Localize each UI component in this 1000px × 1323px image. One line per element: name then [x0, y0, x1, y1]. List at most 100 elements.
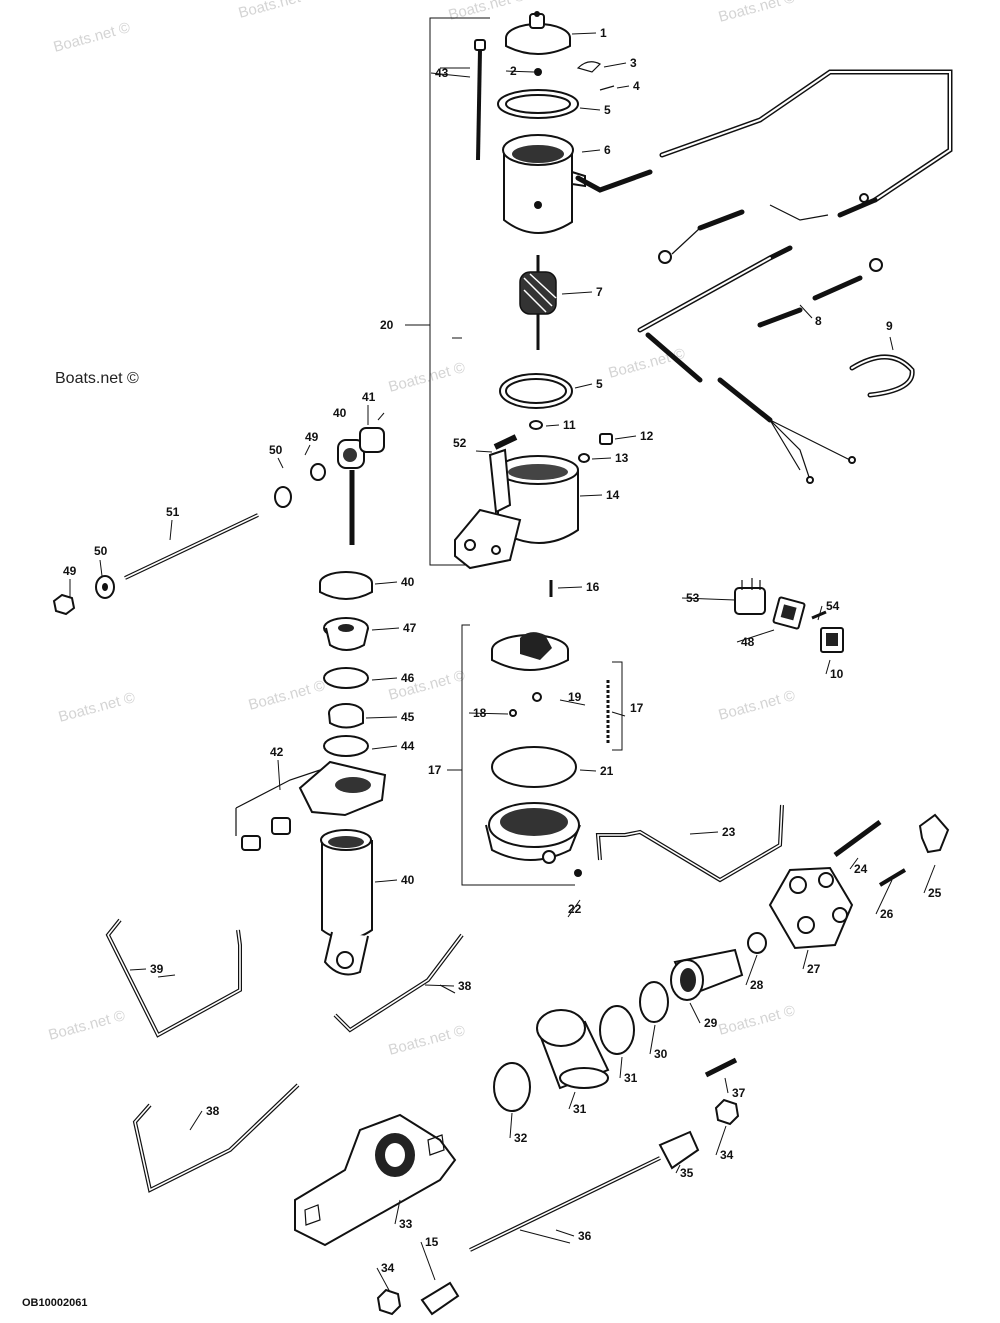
- leader-4: [616, 85, 630, 89]
- callout-27: 27: [807, 962, 821, 976]
- callout-48: 48: [741, 635, 755, 649]
- wiring-harness: [575, 69, 953, 484]
- leader-49: [169, 519, 173, 541]
- pivot-pin: [124, 513, 259, 580]
- callout-14: 14: [606, 488, 620, 502]
- cylinder-sleeve: [536, 1009, 610, 1090]
- leader-35: [675, 1164, 681, 1174]
- tilt-cylinder-stack: [235, 571, 387, 976]
- callout-39: 39: [150, 962, 164, 976]
- leader-40: [377, 412, 385, 421]
- watermark: Boats.net ©: [247, 677, 327, 714]
- callout-49: 49: [63, 564, 77, 578]
- leader-12: [614, 435, 637, 440]
- leader-46: [371, 677, 398, 681]
- bracket-17: [461, 624, 575, 886]
- callout-22: 22: [568, 902, 582, 916]
- callout-54: 54: [826, 599, 840, 613]
- callout-4: 4: [633, 79, 640, 93]
- leader-18: [468, 712, 509, 715]
- leader-11: [545, 424, 560, 427]
- callout-43: 43: [435, 66, 449, 80]
- switch-parts: [734, 578, 844, 653]
- leader-16: [557, 586, 583, 589]
- callout-15: 15: [425, 1235, 439, 1249]
- leader-45: [365, 716, 398, 719]
- callout-40: 40: [401, 575, 415, 589]
- leader-47: [371, 627, 400, 631]
- callout-19: 19: [568, 690, 582, 704]
- leader-54: [817, 605, 823, 621]
- leader-32: [509, 1112, 513, 1139]
- callout-36: 36: [578, 1229, 592, 1243]
- leader-48: [736, 629, 775, 643]
- callout-5: 5: [596, 377, 603, 391]
- leader-15: [420, 1241, 436, 1281]
- callout-50: 50: [269, 443, 283, 457]
- leader-5: [574, 383, 593, 389]
- watermark: Boats.net ©: [447, 0, 527, 24]
- callout-1: 1: [600, 26, 607, 40]
- leader-13: [591, 457, 612, 460]
- leader-9: [889, 336, 894, 351]
- callout-30: 30: [654, 1047, 668, 1061]
- leader-34: [376, 1267, 391, 1293]
- leader-27: [802, 949, 809, 970]
- leader-23: [689, 831, 719, 835]
- callout-44: 44: [401, 739, 415, 753]
- leader-39: [129, 968, 147, 971]
- leader-8: [799, 304, 813, 319]
- leader-37: [724, 1077, 729, 1094]
- mount-bracket: [274, 427, 385, 545]
- leader-42: [277, 759, 281, 791]
- leader-51: [277, 457, 284, 469]
- callout-6: 6: [604, 143, 611, 157]
- callout-7: 7: [596, 285, 603, 299]
- callout-17: 17: [428, 763, 442, 777]
- callout-37: 37: [732, 1086, 746, 1100]
- diagram-code: OB10002061: [22, 1297, 87, 1309]
- pump-assembly: [485, 580, 610, 877]
- motor-housing: [502, 134, 586, 234]
- callout-31: 31: [624, 1071, 638, 1085]
- callout-9: 9: [886, 319, 893, 333]
- callout-16: 16: [586, 580, 600, 594]
- leader-lines: [69, 32, 936, 1293]
- leader-44: [371, 745, 398, 750]
- leader-38: [424, 984, 455, 987]
- watermark: Boats.net ©: [52, 19, 132, 56]
- callout-40: 40: [401, 873, 415, 887]
- leader-34: [715, 1125, 727, 1156]
- callout-11: 11: [563, 418, 576, 432]
- leader-36: [555, 1229, 575, 1237]
- callout-5: 5: [604, 103, 611, 117]
- callout-25: 25: [928, 886, 942, 900]
- leader-19: [559, 699, 586, 706]
- callout-18: 18: [473, 706, 487, 720]
- leader-53: [681, 597, 736, 601]
- callout-35: 35: [680, 1166, 694, 1180]
- leader-50: [304, 444, 311, 456]
- armature: [519, 255, 557, 350]
- motor-end-cap: [505, 11, 571, 55]
- callout-21: 21: [600, 764, 614, 778]
- callout-28: 28: [750, 978, 764, 992]
- leader-22: [567, 899, 581, 918]
- callout-52: 52: [453, 436, 467, 450]
- callout-38: 38: [458, 979, 472, 993]
- callout-13: 13: [615, 451, 629, 465]
- leader-28: [745, 954, 758, 986]
- leader-21: [579, 769, 597, 772]
- leader-17: [611, 711, 626, 717]
- callout-12: 12: [640, 429, 654, 443]
- callout-29: 29: [704, 1016, 718, 1030]
- callout-38: 38: [206, 1104, 220, 1118]
- manifold-block: [294, 1113, 457, 1247]
- leader-38: [157, 974, 176, 978]
- leader-43: [430, 72, 471, 78]
- callout-33: 33: [399, 1217, 413, 1231]
- leader-3: [603, 62, 627, 68]
- hydraulic-line-23: [595, 804, 784, 883]
- leader-10: [825, 659, 831, 675]
- callout-3: 3: [630, 56, 637, 70]
